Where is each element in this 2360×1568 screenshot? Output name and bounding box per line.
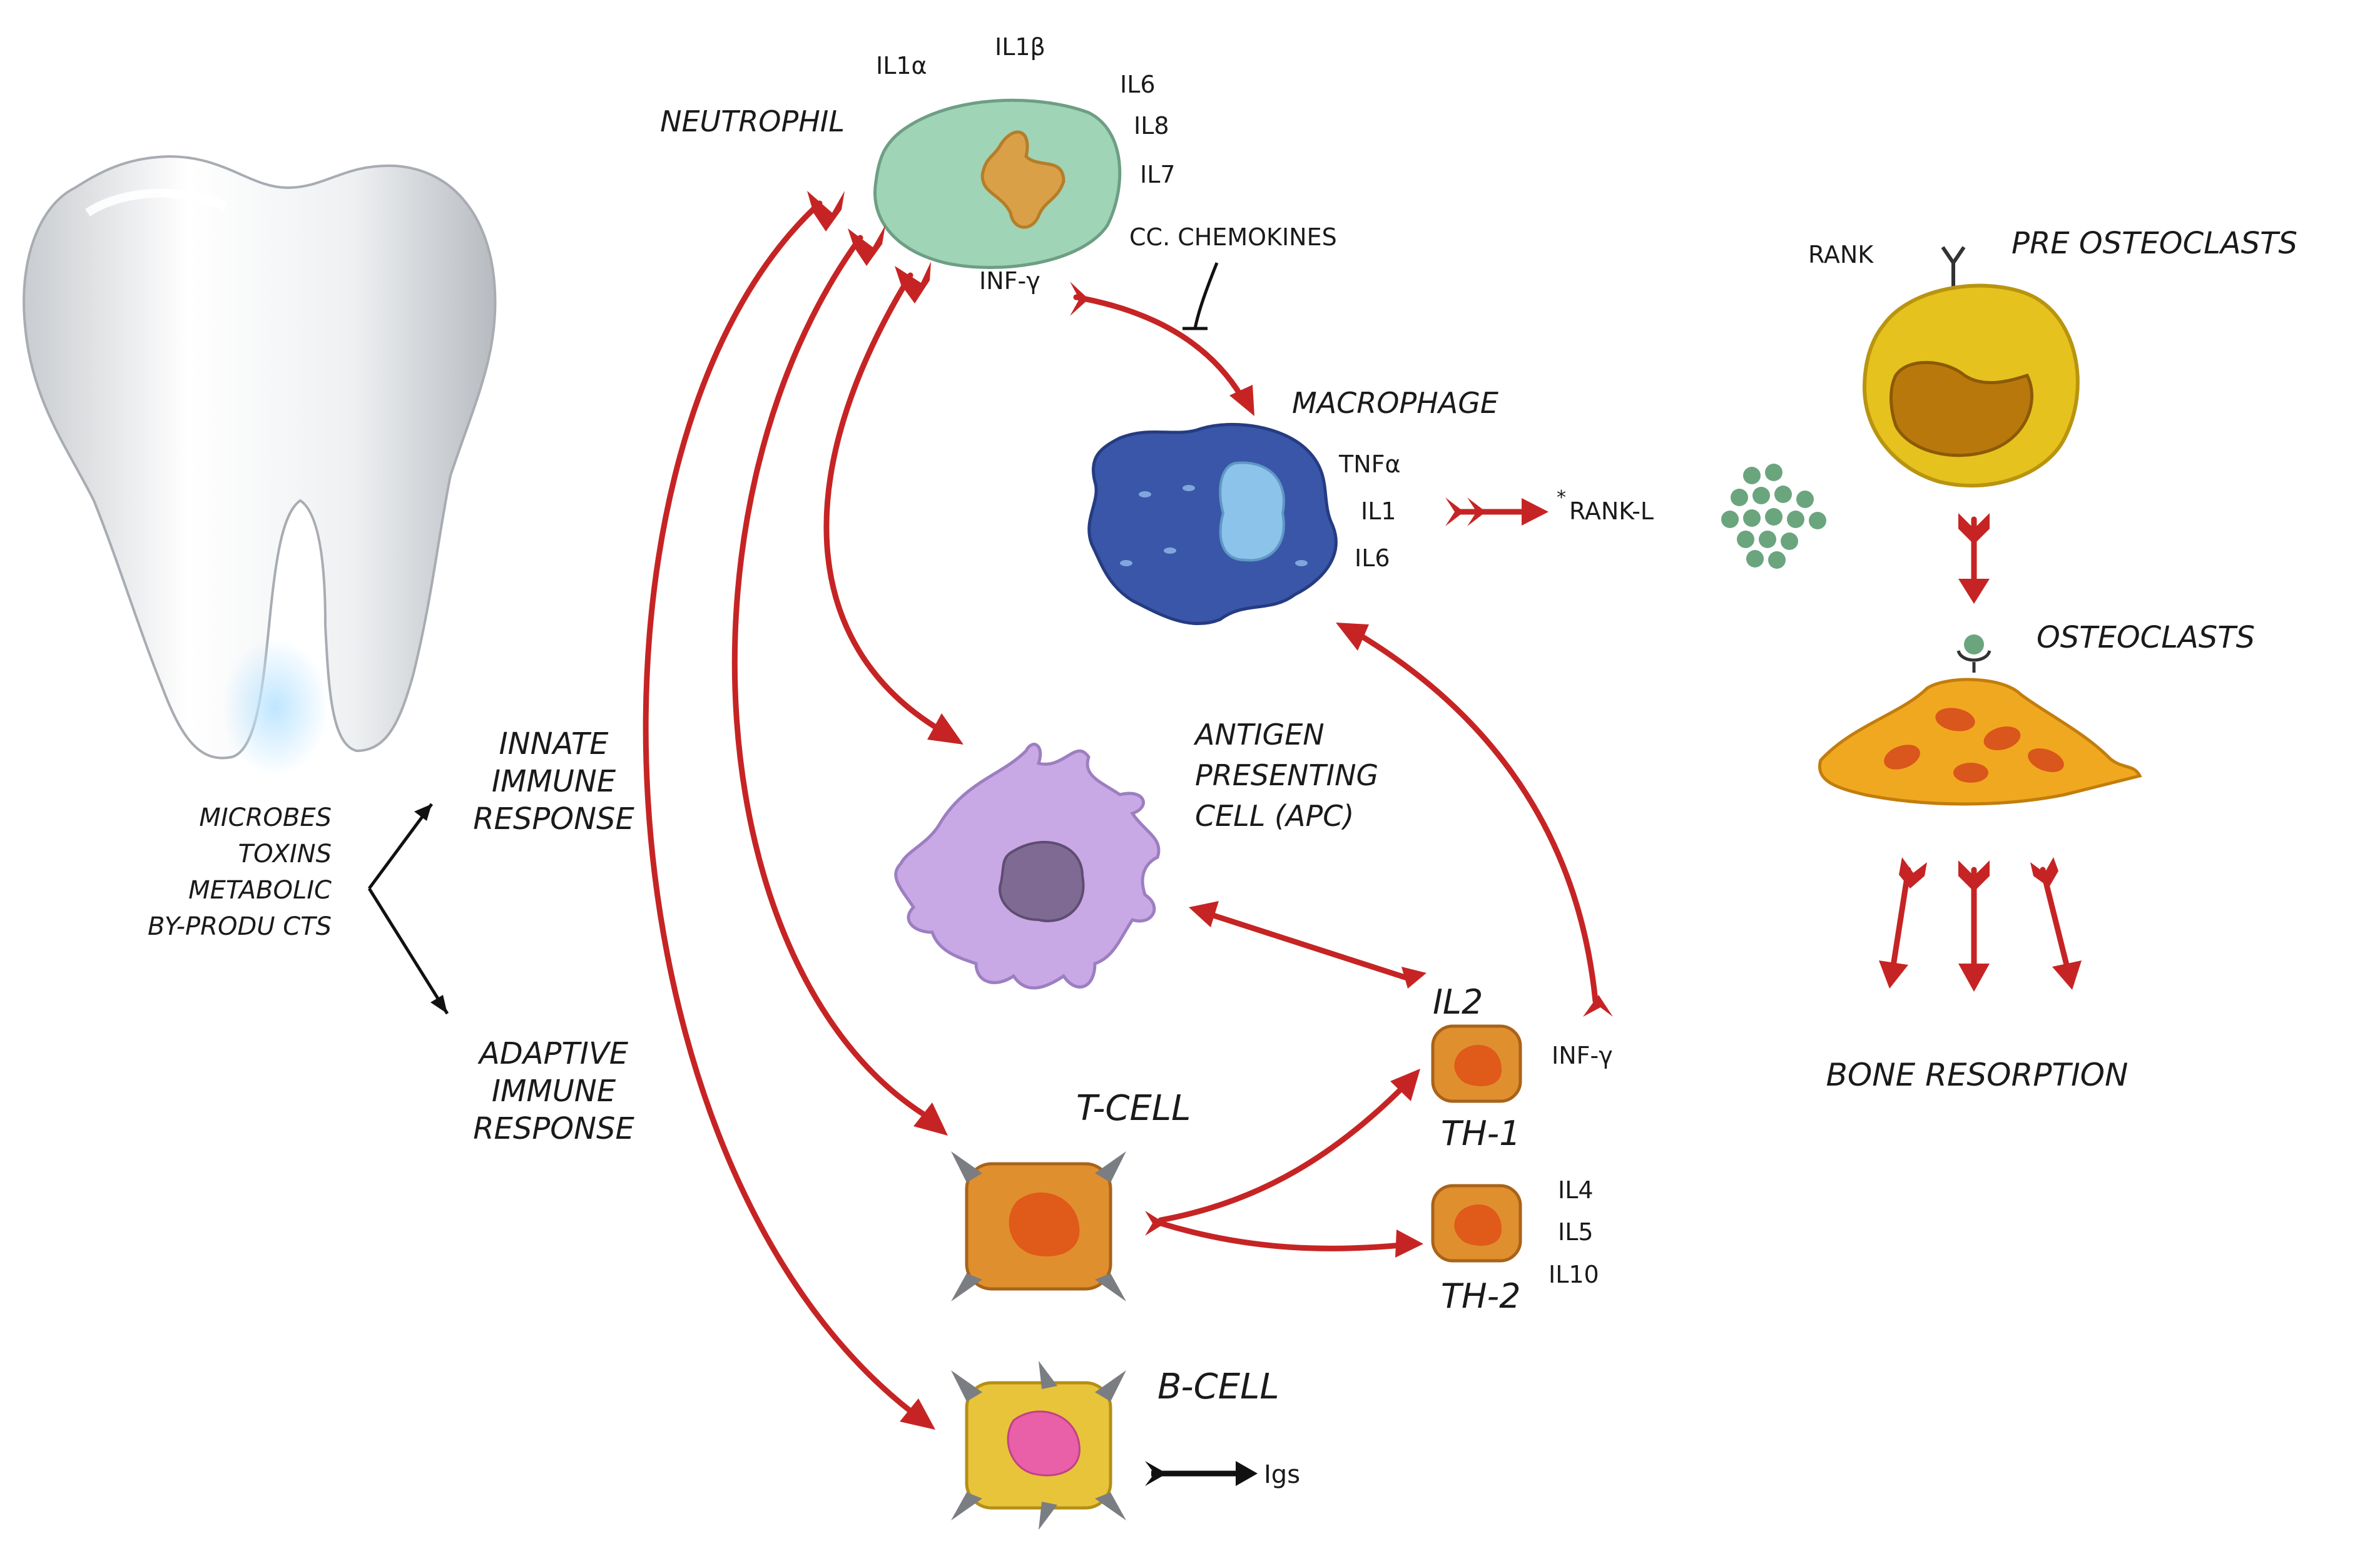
tcell-cell (951, 1151, 1126, 1301)
adaptive-line-2: IMMUNE (492, 1074, 616, 1109)
tooth-illustration (23, 155, 497, 776)
trigger-toxins: TOXINS (238, 840, 332, 868)
macrophage-cell (1087, 422, 1338, 626)
tcell-title: T-CELL (1076, 1088, 1191, 1129)
innate-response-label: INNATE IMMUNE RESPONSE (473, 726, 634, 837)
rank-label: RANK (1808, 241, 1874, 268)
apc-cell (894, 743, 1161, 990)
trigger-metabolic: METABOLIC (188, 876, 332, 905)
cytokine-il6-mac: IL6 (1355, 544, 1390, 572)
th2-cytokines: IL4 IL5 IL10 (1549, 1176, 1599, 1288)
bcell-cell (951, 1361, 1126, 1530)
rank-receptor (1941, 246, 1966, 288)
th1-cell (1431, 1024, 1522, 1103)
adaptive-line-1: ADAPTIVE (477, 1036, 629, 1071)
th1-title: TH-1 (1441, 1114, 1520, 1153)
innate-line-1: INNATE (499, 726, 609, 761)
th2-title: TH-2 (1441, 1276, 1520, 1316)
cytokine-il6: IL6 (1120, 71, 1156, 98)
pathway-arrows (643, 191, 1613, 1430)
bcell-title: B-CELL (1157, 1367, 1279, 1407)
th1-il2: IL2 (1433, 982, 1483, 1022)
neutrophil-cytokines: IL1α IL1β IL6 IL8 IL7 CC. CHEMOKINES INF… (876, 33, 1337, 295)
neutrophil-cell (873, 98, 1122, 269)
innate-line-2: IMMUNE (492, 764, 616, 799)
adaptive-response-label: ADAPTIVE IMMUNE RESPONSE (473, 1036, 634, 1146)
cytokine-il8: IL8 (1134, 112, 1169, 140)
pre-to-osteoclast-arrow (1958, 513, 1990, 604)
cytokine-il4: IL4 (1558, 1176, 1594, 1204)
trigger-list: MICROBES TOXINS METABOLIC BY-PRODU CTS (148, 803, 332, 941)
rankl-label: * RANK-L (1557, 487, 1654, 525)
cytokine-il10: IL10 (1549, 1261, 1599, 1288)
innate-line-3: RESPONSE (473, 802, 634, 837)
branch-arrows (367, 803, 449, 1015)
neutrophil-title: NEUTROPHIL (660, 104, 845, 138)
rankl-star: * (1557, 487, 1566, 509)
cytokine-cc-chemokines: CC. CHEMOKINES (1129, 223, 1337, 251)
cytokine-tnfa: TNFα (1338, 451, 1401, 478)
osteoclast-title: OSTEOCLASTS (2037, 620, 2255, 655)
apc-line-2: PRESENTING (1195, 758, 1378, 792)
apc-line-3: CELL (APC) (1195, 799, 1354, 833)
bcell-igs: Igs (1264, 1460, 1300, 1489)
th2-cell (1431, 1184, 1522, 1263)
rankl-molecules (1721, 464, 1826, 569)
pre-osteoclast-cell (1862, 283, 2080, 488)
macrophage-cytokines: TNFα IL1 IL6 (1338, 451, 1401, 572)
cytokine-il5: IL5 (1558, 1218, 1594, 1246)
cytokine-il1b: IL1β (995, 33, 1045, 61)
cytokine-il7: IL7 (1140, 161, 1176, 188)
macrophage-title: MACROPHAGE (1292, 386, 1498, 420)
cytokine-inf-gamma: INF-γ (979, 267, 1040, 295)
apc-line-1: ANTIGEN (1193, 718, 1325, 751)
pre-osteoclast-title: PRE OSTEOCLASTS (2012, 226, 2297, 261)
osteoclast-receptor (1956, 634, 1991, 673)
cytokine-il1: IL1 (1361, 497, 1396, 525)
trigger-microbes: MICROBES (199, 803, 332, 832)
th1-inf-gamma: INF-γ (1552, 1042, 1613, 1069)
apc-label: ANTIGEN PRESENTING CELL (APC) (1193, 718, 1378, 833)
osteoclast-cell (1818, 678, 2142, 806)
trigger-byproducts: BY-PRODU CTS (148, 912, 332, 941)
cytokine-il1a: IL1α (876, 52, 927, 79)
tooth-lesion-glow (222, 638, 328, 776)
rankl-text: RANK-L (1569, 497, 1654, 525)
igs-arrow (1145, 1461, 1258, 1486)
bone-resorption-label: BONE RESORPTION (1826, 1057, 2129, 1093)
resorption-arrows (1879, 857, 2082, 992)
adaptive-line-3: RESPONSE (473, 1111, 634, 1146)
